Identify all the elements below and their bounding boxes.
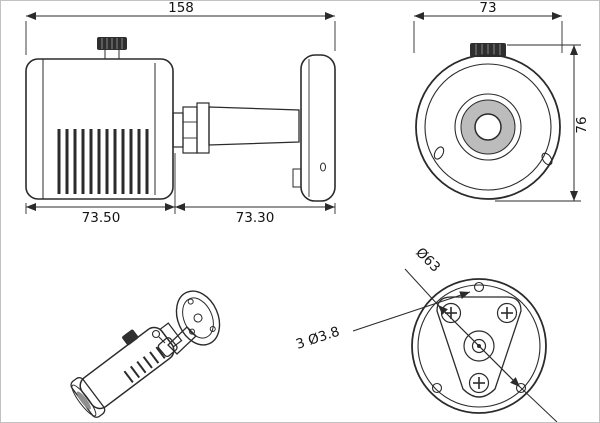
base-inner-circle (417, 284, 541, 408)
cable-tab (292, 168, 302, 188)
dim-label-body-length: 73.50 (82, 210, 121, 226)
outer-rim (415, 54, 561, 200)
rear-stub-3d (159, 322, 183, 348)
lens-aperture (474, 113, 502, 141)
dimension-total-length: 158 (25, 1, 336, 55)
mounting-holes (431, 281, 527, 394)
face-screw-hole-left (433, 146, 445, 160)
base-outer-circle (411, 278, 547, 414)
dimension-front-width: 73 (413, 1, 563, 53)
thumbscrew-3d (122, 329, 139, 346)
lens-3d (76, 391, 91, 410)
mount-base-side (292, 54, 336, 202)
perspective-view (70, 290, 221, 418)
camera-face (415, 54, 561, 200)
dim-label-total-length: 158 (168, 1, 194, 16)
base-bottom-view: Ø63 3 Ø3.8 (294, 245, 558, 422)
heatsink-fins (57, 129, 149, 194)
camera-body-side (25, 37, 174, 200)
arm-flange (196, 102, 210, 154)
thumbscrew-front (470, 43, 506, 57)
arm-tube (208, 106, 300, 146)
dim-label-holes: 3 Ø3.8 (294, 324, 342, 353)
thumbscrew-side (97, 37, 127, 60)
front-view: 73 76 (413, 1, 590, 202)
wing-screw-3d (151, 329, 161, 339)
dim-label-bolt-circle: Ø63 (412, 245, 443, 276)
bracket-arm-side (196, 102, 300, 154)
bracket-plate (436, 296, 522, 398)
dimension-hole-callout: 3 Ø3.8 (294, 291, 471, 353)
heatsink-fins-3d (123, 346, 166, 383)
lens-bezel (454, 93, 522, 161)
dim-label-front-width: 73 (479, 1, 496, 16)
camera-body-3d (70, 322, 183, 418)
dimension-body-length: 73.50 73.30 (25, 153, 336, 226)
dim-label-front-height: 76 (574, 116, 590, 133)
bracket-arm-3d (151, 326, 197, 358)
dimension-bolt-circle: Ø63 (404, 245, 558, 422)
side-view: 158 73.50 73.30 (25, 1, 336, 226)
wall-plate-3d (175, 290, 221, 346)
face-screw-hole-right (541, 152, 553, 166)
inner-rim (424, 63, 552, 191)
dim-label-arm-length: 73.30 (236, 210, 275, 226)
hinge-joint-side (172, 106, 198, 154)
dimension-front-height: 76 (495, 44, 590, 202)
